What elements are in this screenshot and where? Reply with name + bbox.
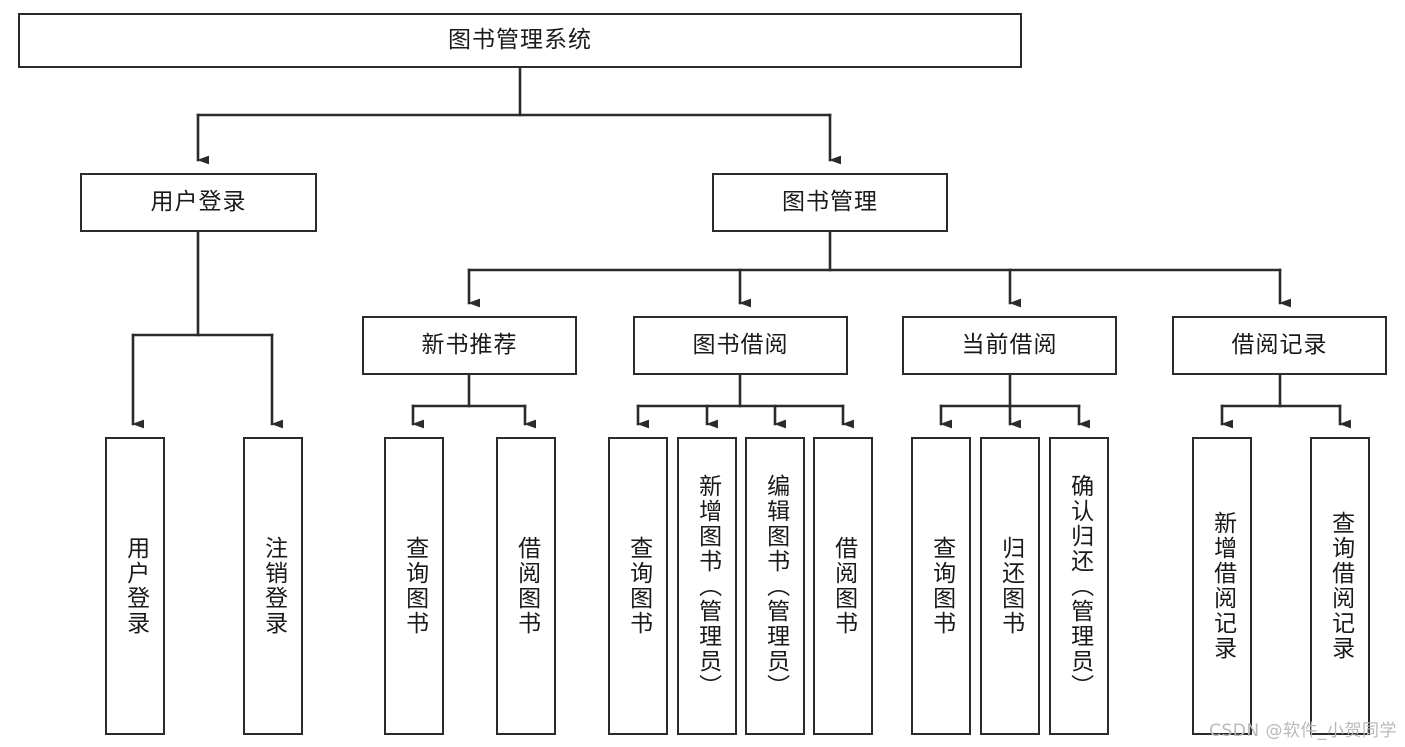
leaf-label: 归还图书 [997, 536, 1024, 636]
leaf-return-book[interactable]: 归还图书 [980, 437, 1040, 735]
leaf-borrow-book-2[interactable]: 借阅图书 [813, 437, 873, 735]
node-book-borrow[interactable]: 图书借阅 [633, 316, 848, 375]
leaf-label: 查询图书 [928, 536, 955, 636]
leaf-query-book-2[interactable]: 查询图书 [608, 437, 668, 735]
leaf-user-login[interactable]: 用户登录 [105, 437, 165, 735]
leaf-query-book-3[interactable]: 查询图书 [911, 437, 971, 735]
leaf-label: 借阅图书 [513, 536, 540, 636]
leaf-query-book-1[interactable]: 查询图书 [384, 437, 444, 735]
leaf-label: 新增图书（管理员） [694, 473, 721, 699]
leaf-label: 查询图书 [625, 536, 652, 636]
leaf-borrow-book-1[interactable]: 借阅图书 [496, 437, 556, 735]
leaf-edit-book[interactable]: 编辑图书（管理员） [745, 437, 805, 735]
leaf-add-book[interactable]: 新增图书（管理员） [677, 437, 737, 735]
node-new-book-recommend[interactable]: 新书推荐 [362, 316, 577, 375]
node-user-login[interactable]: 用户登录 [80, 173, 317, 232]
leaf-label: 用户登录 [122, 536, 149, 636]
leaf-add-record[interactable]: 新增借阅记录 [1192, 437, 1252, 735]
leaf-label: 查询图书 [401, 536, 428, 636]
leaf-label: 查询借阅记录 [1327, 511, 1354, 661]
leaf-label: 借阅图书 [830, 536, 857, 636]
leaf-query-record[interactable]: 查询借阅记录 [1310, 437, 1370, 735]
leaf-label: 编辑图书（管理员） [762, 473, 789, 699]
leaf-logout[interactable]: 注销登录 [243, 437, 303, 735]
node-book-management[interactable]: 图书管理 [712, 173, 948, 232]
leaf-label: 新增借阅记录 [1209, 511, 1236, 661]
node-root-system[interactable]: 图书管理系统 [18, 13, 1022, 68]
node-current-borrow[interactable]: 当前借阅 [902, 316, 1117, 375]
leaf-label: 确认归还（管理员） [1066, 473, 1093, 699]
leaf-label: 注销登录 [260, 536, 287, 636]
leaf-confirm-return[interactable]: 确认归还（管理员） [1049, 437, 1109, 735]
node-borrow-record[interactable]: 借阅记录 [1172, 316, 1387, 375]
